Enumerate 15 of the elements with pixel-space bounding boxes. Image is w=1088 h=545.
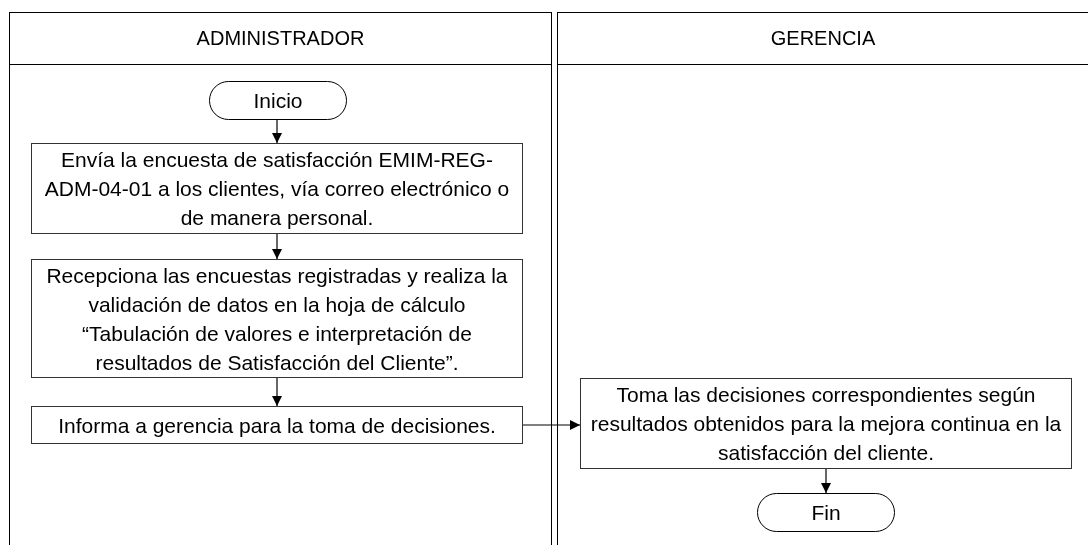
arrow (272, 233, 282, 260)
process-box: Envía la encuesta de satisfacción EMIM-REG-ADM-04-01 a los clientes, vía correo electrónico o de manera personal. (31, 143, 523, 234)
terminator-shape: Fin (757, 493, 895, 532)
process-box: Informa a gerencia para la toma de decisiones. (31, 406, 523, 444)
arrow (272, 119, 282, 144)
arrow (272, 377, 282, 407)
lane-title: ADMINISTRADOR (196, 27, 365, 50)
swimlane (9, 12, 552, 545)
terminator-shape: Inicio (209, 81, 347, 120)
lane-title: GERENCIA (770, 27, 876, 50)
process-box: Toma las decisiones correspondientes según resultados obtenidos para la mejora continua en la satisfacción del cliente. (580, 378, 1072, 469)
arrow (821, 468, 831, 494)
process-box: Recepciona las encuestas registradas y realiza la validación de datos en la hoja de cálculo “Tabulación de valores e interpretación de resultados de Satisfacción del Cliente”. (31, 259, 523, 378)
arrow (522, 420, 581, 430)
swimlane (557, 12, 1088, 545)
